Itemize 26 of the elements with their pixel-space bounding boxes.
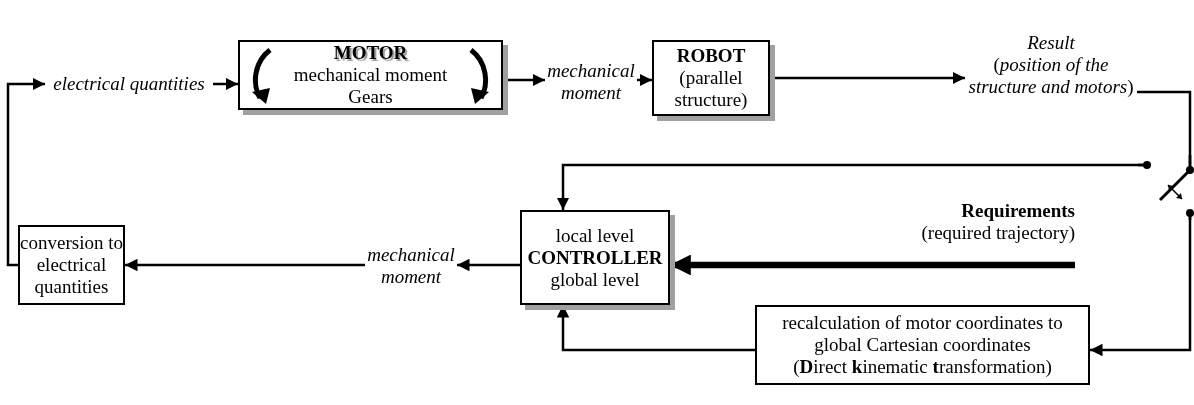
flow-label: (position of the structure and motors) bbox=[967, 54, 1135, 98]
arrow bbox=[6, 77, 45, 267]
flow-label: Requirements bbox=[961, 200, 1075, 222]
box-text: global level bbox=[550, 268, 640, 291]
flow-label: mechanical moment bbox=[366, 244, 456, 288]
box-heading: ROBOT bbox=[676, 45, 746, 67]
flow-label: (required trajectory) bbox=[921, 222, 1075, 244]
flow-label: Result bbox=[1027, 32, 1075, 54]
process-box bbox=[755, 305, 1090, 385]
process-box bbox=[18, 225, 125, 305]
box-heading: local level bbox=[555, 224, 635, 247]
arrow bbox=[1090, 220, 1192, 357]
flow-label: mechanical moment bbox=[546, 60, 636, 104]
arrow bbox=[637, 73, 652, 87]
box-text: (Direct kinematic transformation) bbox=[793, 356, 1052, 378]
arrow bbox=[125, 258, 365, 272]
box-text: conversion to electrical quantities bbox=[20, 232, 123, 298]
arrow bbox=[556, 163, 1138, 210]
flow-label: electrical quantities bbox=[53, 73, 205, 95]
box-text: CONTROLLER bbox=[527, 246, 663, 269]
box-heading: MOTOR bbox=[333, 42, 408, 64]
arrow bbox=[457, 258, 520, 272]
box-text: (parallel structure) bbox=[673, 67, 749, 111]
box-text: mechanical moment bbox=[293, 64, 448, 86]
box-text: Gears bbox=[348, 86, 393, 108]
arrow bbox=[213, 77, 238, 91]
